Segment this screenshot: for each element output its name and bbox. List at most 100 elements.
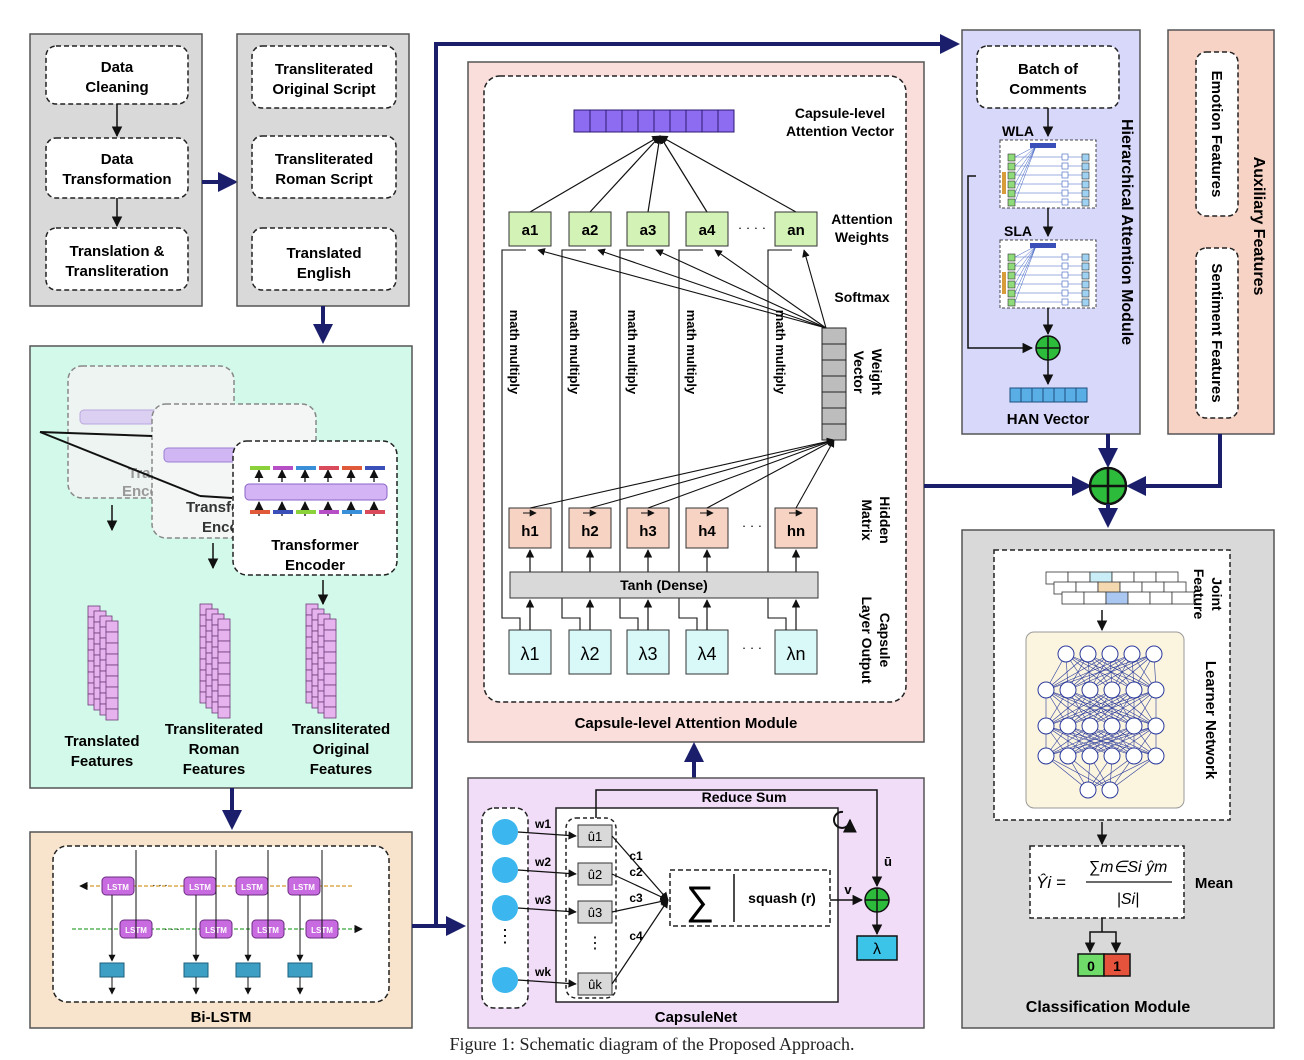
net-side-bar [1002, 272, 1006, 294]
lambda-box [508, 629, 552, 675]
lstm-label: LSTM [293, 883, 315, 892]
wla-label: WLA [1002, 123, 1034, 139]
encoder-input-token [365, 510, 385, 514]
learner-edge [1045, 725, 1091, 757]
softmax-line [597, 248, 827, 329]
feature-roman-2: Roman [189, 741, 240, 758]
learner-edge [1045, 653, 1089, 691]
net-output-node [1081, 198, 1090, 207]
feature-cell [323, 662, 337, 675]
weight-to-vector [659, 135, 797, 213]
multiply-path [561, 249, 586, 630]
multiply-path [619, 249, 644, 630]
hidden-label: hn [787, 523, 805, 540]
net-hidden-node [1061, 180, 1069, 188]
hidden-to-weight [795, 439, 835, 509]
han-panel: Batch of Comments WLA SLA HAN Vector Hie… [961, 29, 1141, 435]
lstm-output [183, 962, 209, 978]
feature-roman-3: Features [183, 761, 246, 778]
output-roman-script-2: Roman Script [275, 171, 373, 188]
lstm-cell-backward [287, 876, 321, 896]
hidden-matrix-label-2: Matrix [859, 499, 875, 540]
encoder-output-token [296, 466, 316, 470]
weight-vector-cell [821, 327, 847, 345]
ellipsis: ⋮ [496, 926, 514, 946]
learner-node [1059, 747, 1077, 765]
math-multiply-label: math multiply [625, 310, 640, 395]
feature-cell [323, 640, 337, 653]
feature-cell [217, 662, 231, 675]
learner-label: Learner Network [1202, 661, 1219, 780]
uhat-to-sum [611, 835, 669, 901]
net-attention-bar [1030, 243, 1056, 248]
output-original-script-1: Transliterated [275, 61, 373, 78]
math-multiply-label: math multiply [567, 310, 582, 395]
joint-feature-cell [1127, 591, 1151, 605]
net-attention-bar [1030, 143, 1056, 148]
ellipsis: · · · [742, 518, 762, 533]
capsule-output-label-1: Capsule [877, 613, 893, 668]
step-data-cleaning-1: Data [101, 59, 134, 76]
learner-node [1081, 681, 1099, 699]
ellipsis: · · · [164, 924, 180, 935]
learner-edge [1067, 689, 1157, 727]
uhat-label: ûk [588, 977, 602, 992]
han-vector-cell [1075, 387, 1088, 403]
learner-edge [1089, 689, 1157, 727]
joint-label-2: Feature [1191, 569, 1207, 620]
feature-cell [105, 620, 119, 633]
lambda-label: λ4 [697, 644, 716, 664]
learner-node [1037, 681, 1055, 699]
learner-edge [1045, 653, 1133, 691]
learner-node [1079, 781, 1097, 799]
net-output-node [1081, 289, 1090, 298]
feature-cell [105, 664, 119, 677]
learner-node [1037, 717, 1055, 735]
learner-node [1103, 681, 1121, 699]
net-hidden-node [1061, 153, 1069, 161]
feature-cell [217, 695, 231, 708]
learner-node [1081, 717, 1099, 735]
net-hidden-node [1061, 289, 1069, 297]
learner-node [1147, 681, 1165, 699]
net-output-node [1081, 262, 1090, 271]
transformer-encoder-label-2: Encoder [285, 557, 345, 574]
softmax-line [655, 249, 827, 329]
attention-weight-box [774, 211, 818, 247]
attention-weight-box [685, 211, 729, 247]
weight-label: w3 [534, 893, 551, 907]
hidden-to-weight [589, 438, 835, 509]
net-input-node [1007, 153, 1016, 162]
ellipsis: · · · [152, 880, 168, 891]
net-input-node [1007, 171, 1016, 180]
encoder-output-token [319, 466, 339, 470]
learner-edge [1111, 725, 1157, 757]
encoder-input-token [342, 510, 362, 514]
input-to-uhat [517, 869, 577, 878]
learner-edge [1045, 689, 1113, 727]
learner-node [1079, 645, 1097, 663]
attention-vector-cell [605, 109, 623, 133]
learner-node [1125, 747, 1143, 765]
learner-edge [1109, 755, 1157, 791]
weight-to-vector [647, 135, 663, 213]
multiply-path [767, 249, 792, 630]
feature-cell [105, 686, 119, 699]
learner-node [1147, 747, 1165, 765]
lambda-label: λn [786, 644, 805, 664]
coupling-label: c1 [629, 849, 643, 863]
net-link [1014, 245, 1037, 303]
encoder-input-token [250, 510, 270, 514]
learner-edge [1111, 689, 1157, 727]
step-translation-1: Translation & [69, 243, 164, 260]
net-link [1014, 145, 1037, 167]
weight-vector-label-1: Weight [869, 349, 885, 396]
uhat-to-sum [611, 899, 669, 985]
net-link [1014, 245, 1037, 294]
feature-cell [217, 684, 231, 697]
lstm-label: LSTM [107, 883, 129, 892]
feature-cell [217, 640, 231, 653]
learner-edge [1045, 725, 1113, 757]
learner-edge [1087, 755, 1157, 791]
